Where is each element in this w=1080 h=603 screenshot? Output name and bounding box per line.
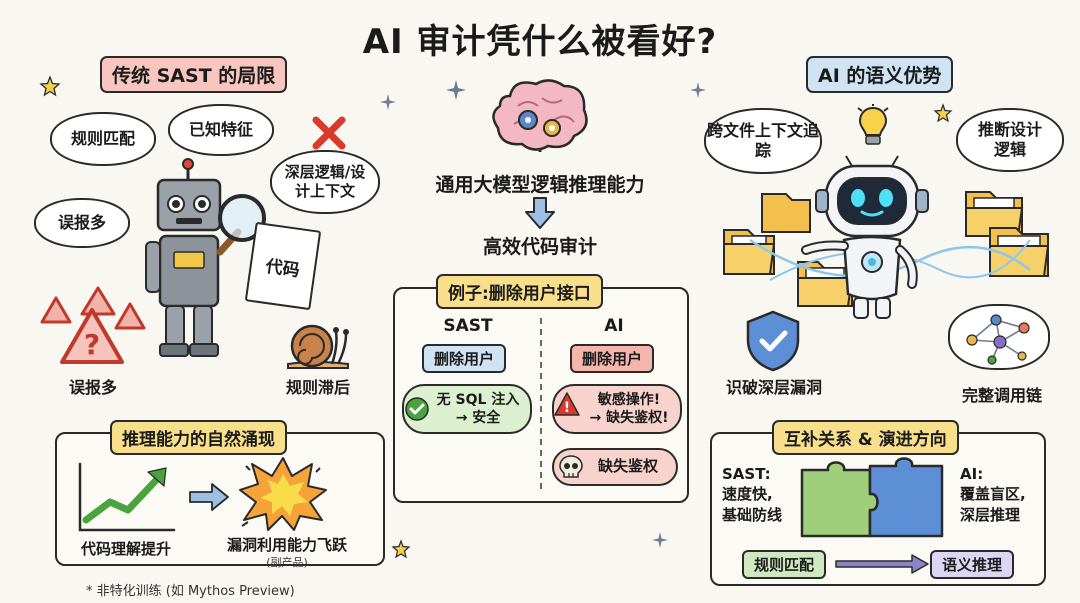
bubble-deep-logic: 深层逻辑/设计上下文 <box>270 150 380 214</box>
caption-full-callchain: 完整调用链 <box>961 386 1042 405</box>
bubble-infer-design: 推断设计逻辑 <box>956 108 1064 172</box>
puzzle-pieces-icon <box>800 457 944 538</box>
arrow-right-icon <box>835 554 929 574</box>
caption-deep-vulns: 识破深层漏洞 <box>725 378 822 397</box>
bubble-rule-matching: 规则匹配 <box>50 112 156 166</box>
rule-matching-pill: 规则匹配 <box>742 550 827 579</box>
center-bottom-text: 高效代码审计 <box>482 236 597 258</box>
sast-result-line1: 无 SQL 注入 <box>436 391 520 408</box>
ai-delete-user-pill: 删除用户 <box>570 344 655 373</box>
sast-result: 无 SQL 注入 → 安全 <box>402 384 532 434</box>
snail-icon <box>287 324 349 369</box>
caption-false-positives: 误报多 <box>68 378 117 397</box>
star-icon <box>933 103 953 123</box>
lightbulb-icon <box>857 104 889 145</box>
page-title: AI 审计凭什么被看好? <box>362 22 718 62</box>
sast-summary-line1: 速度快, <box>722 485 773 504</box>
cross-icon <box>312 116 346 150</box>
warning-icon: ! <box>554 392 580 416</box>
caption-byproduct: (副产品) <box>266 556 308 569</box>
star-icon <box>39 75 61 97</box>
shield-check-icon <box>746 310 800 372</box>
arrow-right-icon <box>189 483 229 511</box>
caption-exploit-leap: 漏洞利用能力飞跃 <box>226 536 347 554</box>
emergence-header: 推理能力的自然涌现 <box>110 420 287 455</box>
ai-robot-icon <box>801 155 929 319</box>
right-header: AI 的语义优势 <box>806 56 954 93</box>
example-header: 例子:删除用户接口 <box>436 274 603 309</box>
left-header: 传统 SAST 的局限 <box>100 56 288 93</box>
explosion-icon <box>239 457 327 531</box>
center-top-text: 通用大模型逻辑推理能力 <box>435 174 645 196</box>
code-paper: 代码 <box>244 221 322 311</box>
brain-gears-icon <box>492 79 588 152</box>
ai-column-heading: AI <box>604 316 624 336</box>
arrow-down-icon <box>525 197 555 229</box>
flow-lines <box>749 238 1031 281</box>
ai-summary: AI: 覆盖盲区, 深层推理 <box>960 464 1026 525</box>
sparkle-icon <box>446 80 466 100</box>
complement-header: 互补关系 & 演进方向 <box>772 420 959 455</box>
svg-text:?: ? <box>84 328 100 361</box>
ai-summary-line1: 覆盖盲区, <box>960 485 1026 504</box>
warning-triangles-icon: ? <box>40 286 146 364</box>
sast-column-heading: SAST <box>443 316 493 336</box>
sast-summary-label: SAST: <box>722 465 771 483</box>
footnote: * 非特化训练 (如 Mythos Preview) <box>86 584 295 599</box>
sast-summary: SAST: 速度快, 基础防线 <box>722 464 782 525</box>
robot-magnifier-icon <box>145 158 266 357</box>
check-circle-icon <box>405 397 429 421</box>
sast-summary-line2: 基础防线 <box>722 505 783 524</box>
ai-result-line1: 敏感操作! <box>597 391 661 408</box>
network-graph-icon <box>966 314 1030 365</box>
bubble-known-signature: 已知特征 <box>168 104 274 156</box>
ai-summary-line2: 深层推理 <box>960 505 1021 524</box>
sast-delete-user-pill: 删除用户 <box>422 344 507 373</box>
sast-result-line2: → 安全 <box>455 410 501 426</box>
sparkle-icon <box>690 82 706 98</box>
folders-icon <box>723 193 811 275</box>
bubble-false-positives: 误报多 <box>34 198 130 248</box>
sparkle-icon <box>380 94 396 110</box>
sparkle-icon <box>652 532 668 548</box>
ai-result-line2: → 缺失鉴权! <box>589 410 669 426</box>
growth-chart-icon <box>78 462 176 532</box>
ai-summary-label: AI: <box>960 465 984 483</box>
bubble-cross-file: 跨文件上下文追踪 <box>704 108 822 174</box>
skull-icon <box>559 455 583 478</box>
caption-rules-lagging: 规则滞后 <box>285 378 350 397</box>
star-icon <box>391 539 411 559</box>
svg-text:!: ! <box>564 400 570 416</box>
semantic-reasoning-pill: 语义推理 <box>930 550 1015 579</box>
folder-icon <box>797 261 854 307</box>
caption-code-understanding: 代码理解提升 <box>80 540 171 558</box>
example-divider <box>540 318 542 494</box>
